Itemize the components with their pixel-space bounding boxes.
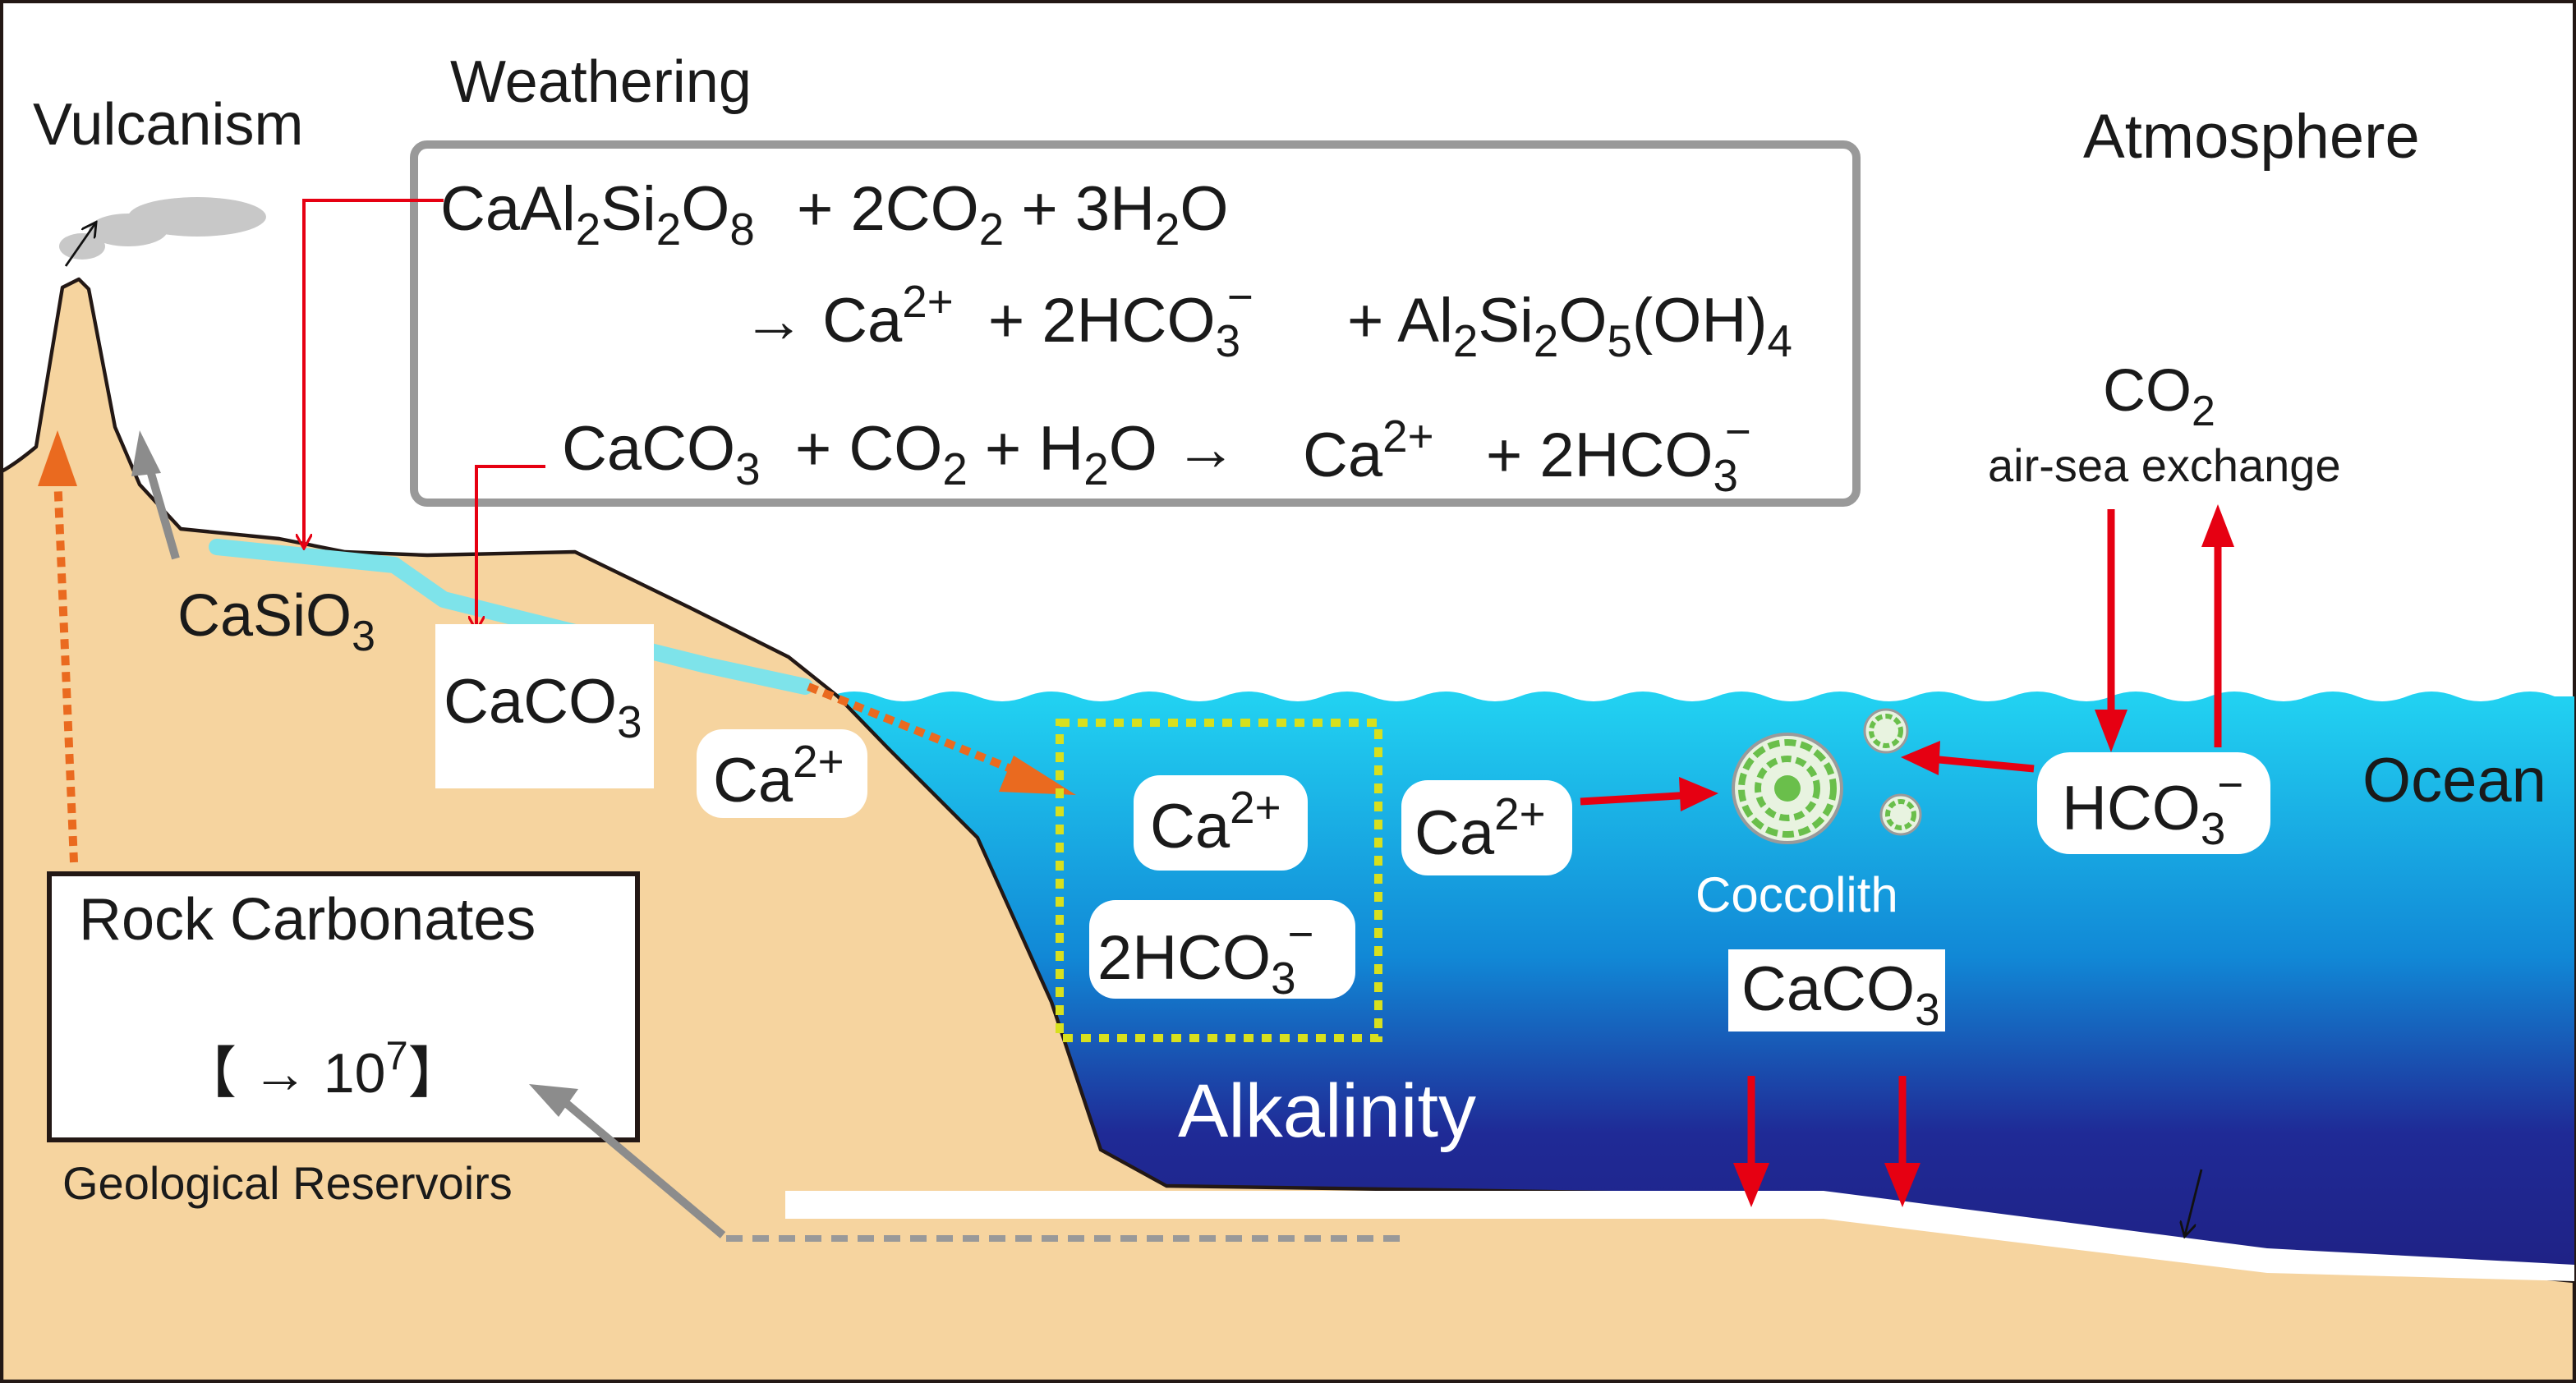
caco3-land-box <box>435 624 654 788</box>
carbonate-weathering-connector <box>476 465 545 629</box>
reaction-1-products-b: + Al2Si2O5(OH)4 <box>1347 286 1792 366</box>
rock-carbonates-label: Rock Carbonates <box>79 887 536 953</box>
reaction-1-products-a: → Ca2+ + 2HCO3− <box>743 271 1254 366</box>
hco3-ocean-label: HCO3− <box>2062 759 2243 854</box>
geological-reservoirs-label: Geological Reservoirs <box>62 1157 513 1209</box>
hco3-ocean-pill <box>2037 752 2270 854</box>
caco3-ocean-box <box>1728 949 1945 1032</box>
hco3-box-pill <box>1089 900 1355 999</box>
reservoir-value: 【 → 107】 <box>181 1034 464 1105</box>
ca-box-label: Ca2+ <box>1150 782 1281 862</box>
ca-shore-pill <box>697 729 867 818</box>
hco3-to-coccolith-arrow <box>1930 755 2035 773</box>
hco3-to-coccolith-arrowhead <box>1901 741 1940 775</box>
volcano-smoke <box>59 197 266 260</box>
ca-ocean-pill <box>1401 780 1572 875</box>
atmosphere-label: Atmosphere <box>2083 102 2420 172</box>
reaction-2-right: Ca2+ + 2HCO3− <box>1303 406 1751 501</box>
ca-to-coccolith-arrowhead <box>1679 777 1718 811</box>
silicate-weathering-connector <box>304 199 444 547</box>
volcano-emission-arrow <box>64 223 95 267</box>
weathering-reaction-box <box>410 140 1861 507</box>
alkalinity-label: Alkalinity <box>1178 1069 1476 1153</box>
casio3-label: CaSiO3 <box>177 583 375 659</box>
air-sea-exchange-label: air-sea exchange <box>1988 439 2341 491</box>
co2-label: CO2 <box>2103 358 2215 434</box>
co2-out-arrowhead <box>2201 504 2234 547</box>
casio3-uplift-arrowhead <box>131 430 161 476</box>
burial-arrow <box>564 1100 726 1238</box>
volcanic-uplift-arrowhead <box>38 430 77 486</box>
deposition-arrow <box>2185 1169 2203 1235</box>
land <box>0 277 2576 1383</box>
alkalinity-dotted-box <box>1056 719 1382 1042</box>
reaction-1-reactants: + 2CO2 + 3H2O <box>797 174 1229 255</box>
sinking-arrow-left-head <box>1733 1163 1769 1207</box>
co2-in-arrowhead <box>2095 710 2128 752</box>
reaction-2-left: CaCO3 + CO2 + H2O → <box>562 414 1237 494</box>
river <box>209 539 813 695</box>
vulcanism-label: Vulcanism <box>33 92 303 158</box>
river-runoff-arrowhead <box>999 756 1076 795</box>
ca-to-coccolith-arrow <box>1580 791 1693 806</box>
burial-arrowhead <box>529 1084 578 1117</box>
ca-shore-label: Ca2+ <box>713 736 844 816</box>
ocean-label: Ocean <box>2362 746 2546 816</box>
coccolith-icon <box>1732 708 1922 844</box>
sinking-arrow-right-head <box>1884 1163 1920 1207</box>
caco3-land-label: CaCO3 <box>444 667 642 747</box>
coccolith-label: Coccolith <box>1695 867 1898 922</box>
sediment-layer <box>785 1191 2574 1281</box>
ca-box-pill <box>1134 775 1308 871</box>
weathering-label: Weathering <box>450 49 752 115</box>
reaction-1-line-1: CaAl2Si2O8 <box>440 174 755 255</box>
river-runoff-arrow <box>807 682 1028 779</box>
ca-ocean-label: Ca2+ <box>1414 788 1546 868</box>
hco3-box-label: 2HCO3− <box>1097 908 1314 1004</box>
caco3-ocean-label: CaCO3 <box>1741 954 1940 1035</box>
